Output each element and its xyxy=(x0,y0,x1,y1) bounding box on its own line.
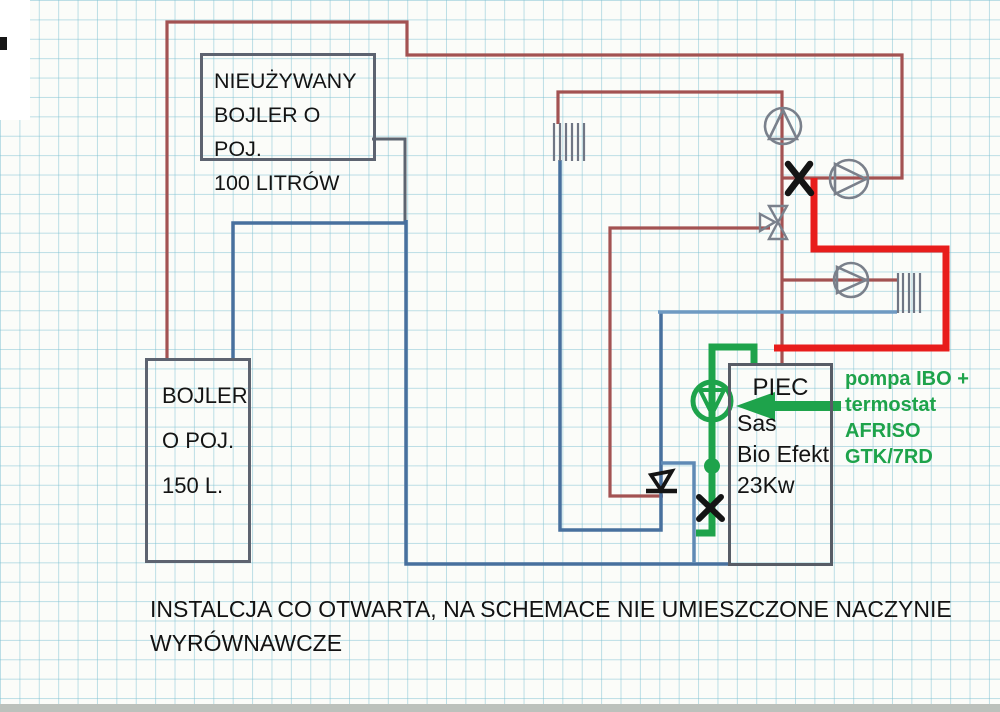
pump-annotation-line1: pompa IBO + xyxy=(845,368,969,390)
old-supply-pipe-main xyxy=(165,20,904,358)
unused-boiler-label-line2: BOJLER O POJ. xyxy=(214,103,321,161)
furnace-label-line2: Bio Efekt xyxy=(737,441,830,467)
scan-edge-mark xyxy=(0,37,7,50)
check-valve-icon xyxy=(646,468,677,494)
unused-boiler-label-line1: NIEUŻYWANY xyxy=(214,69,357,93)
return-pipe-bottom-run xyxy=(404,220,728,566)
return-pipe-boiler-drop xyxy=(661,461,696,563)
pump-top-icon xyxy=(763,106,803,146)
pump-upper-right-icon xyxy=(828,158,870,200)
new-supply-pipe xyxy=(774,178,950,352)
furnace-box: PIEC Sas Bio Efekt 23Kw xyxy=(728,363,833,566)
three-way-valve-icon xyxy=(758,204,790,241)
unused-boiler-label-line3: 100 LITRÓW xyxy=(214,171,340,195)
boiler-150-label-line1: BOJLER xyxy=(162,383,248,408)
pump-radiator-icon xyxy=(832,261,870,299)
closed-valve-x-green-icon xyxy=(696,494,725,522)
scanner-edge-band xyxy=(0,704,1000,712)
pump-annotation-line2: termostat xyxy=(845,394,937,416)
furnace-title: PIEC xyxy=(752,374,809,401)
radiator-right xyxy=(896,273,922,313)
old-supply-pipe-branch xyxy=(608,226,770,498)
furnace-label-line1: Sas xyxy=(737,410,777,436)
radiator-middle xyxy=(552,123,586,161)
pump-annotation-line3: AFRISO xyxy=(845,420,921,442)
bottom-note-line2: WYRÓWNAWCZE xyxy=(150,630,343,656)
green-junction-dot xyxy=(704,458,720,474)
furnace-label-line3: 23Kw xyxy=(737,472,795,498)
bottom-note-line1: INSTALCJA CO OTWARTA, NA SCHEMACE NIE UM… xyxy=(150,596,952,622)
green-pump-icon xyxy=(690,379,734,423)
boiler-150-label-line3: 150 L. xyxy=(162,473,224,498)
return-pipe-middle-radiator xyxy=(558,160,663,532)
green-arrow xyxy=(736,392,841,420)
boiler-150-box: BOJLER O POJ. 150 L. xyxy=(145,358,251,563)
pump-annotation: pompa IBO + termostat AFRISO GTK/7RD xyxy=(845,366,969,470)
closed-valve-x-top-icon xyxy=(784,160,815,197)
green-pump-circuit-pipe xyxy=(696,343,758,537)
return-pipe-to-boiler150 xyxy=(231,221,406,358)
bottom-note: INSTALCJA CO OTWARTA, NA SCHEMACE NIE UM… xyxy=(150,592,952,660)
unused-boiler-box: NIEUŻYWANY BOJLER O POJ. 100 LITRÓW xyxy=(200,53,376,195)
boiler-150-label-line2: O POJ. xyxy=(162,428,235,453)
pump-annotation-line4: GTK/7RD xyxy=(845,446,933,468)
unused-boiler-outlet-pipe xyxy=(372,137,407,224)
scan-edge-white xyxy=(0,0,30,120)
